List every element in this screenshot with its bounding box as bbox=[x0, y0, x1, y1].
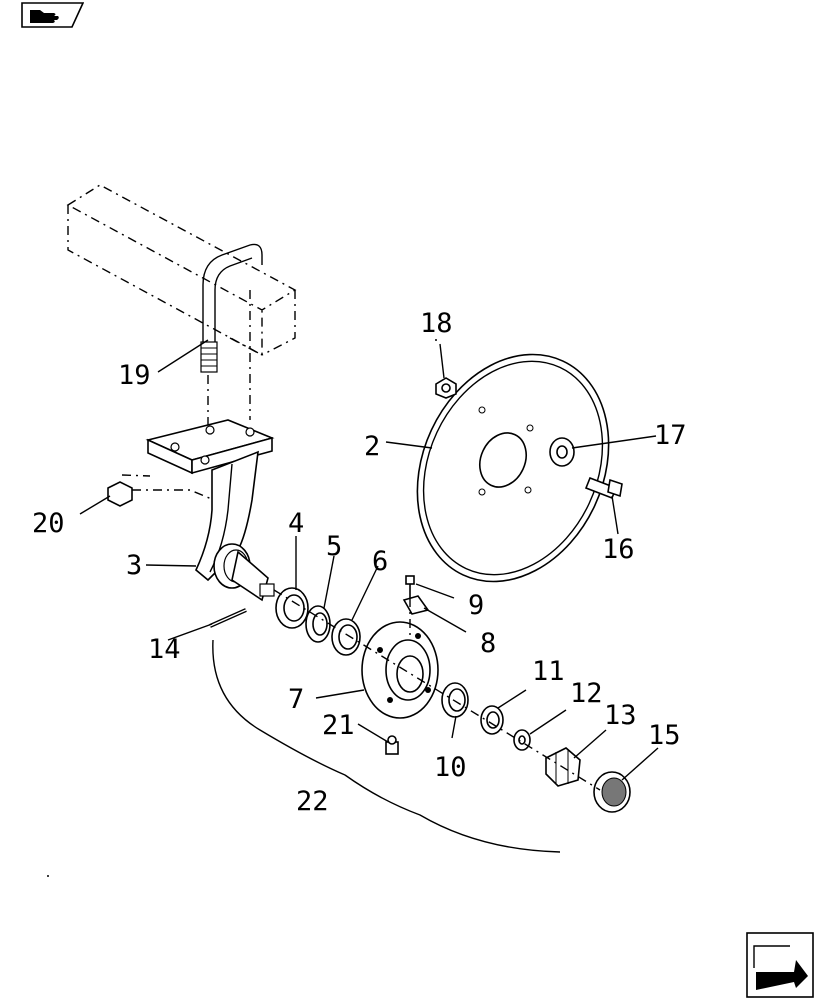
callout-11: 11 bbox=[532, 656, 565, 687]
bearing-cone-outer bbox=[480, 705, 504, 735]
callout-6: 6 bbox=[372, 546, 388, 577]
callout-2: 2 bbox=[364, 431, 380, 462]
callout-18: 18 bbox=[420, 308, 453, 339]
callout-19: 19 bbox=[118, 360, 151, 391]
bearing-cup-outer bbox=[441, 682, 469, 718]
callout-labels: 2 3 4 5 6 7 8 9 10 11 12 13 14 15 16 17 … bbox=[32, 308, 687, 817]
seal bbox=[275, 587, 309, 629]
washer-17 bbox=[549, 437, 575, 467]
clip bbox=[402, 595, 430, 615]
hand-pointing-icon[interactable] bbox=[20, 2, 84, 28]
callout-14: 14 bbox=[148, 634, 181, 665]
callout-5: 5 bbox=[326, 531, 342, 562]
callout-21: 21 bbox=[322, 710, 355, 741]
callout-16: 16 bbox=[602, 534, 635, 565]
callout-17: 17 bbox=[654, 420, 687, 451]
callout-15: 15 bbox=[648, 720, 681, 751]
callout-3: 3 bbox=[126, 550, 142, 581]
frame-tube bbox=[66, 184, 297, 470]
bearing-cone bbox=[305, 605, 331, 643]
bearing-cup bbox=[331, 618, 361, 656]
next-page-arrow-icon[interactable] bbox=[746, 932, 814, 998]
washer bbox=[513, 729, 531, 751]
callout-10: 10 bbox=[434, 752, 467, 783]
leader-lines bbox=[79, 339, 659, 781]
callout-4: 4 bbox=[288, 508, 304, 539]
hub bbox=[361, 621, 439, 719]
callout-22: 22 bbox=[296, 786, 329, 817]
spindle-arm bbox=[145, 419, 275, 602]
bolt bbox=[405, 575, 415, 598]
callout-12: 12 bbox=[570, 678, 603, 709]
cotter-pin bbox=[209, 608, 247, 628]
disc-blade bbox=[416, 353, 610, 583]
dust-cap bbox=[593, 771, 631, 813]
grease-fitting bbox=[385, 735, 399, 755]
callout-7: 7 bbox=[288, 684, 304, 715]
callout-8: 8 bbox=[480, 628, 496, 659]
callout-13: 13 bbox=[604, 700, 637, 731]
nut-18 bbox=[435, 377, 457, 399]
nut-20 bbox=[107, 481, 133, 507]
callout-20: 20 bbox=[32, 508, 65, 539]
callout-9: 9 bbox=[468, 590, 484, 621]
u-bolt bbox=[200, 243, 263, 373]
